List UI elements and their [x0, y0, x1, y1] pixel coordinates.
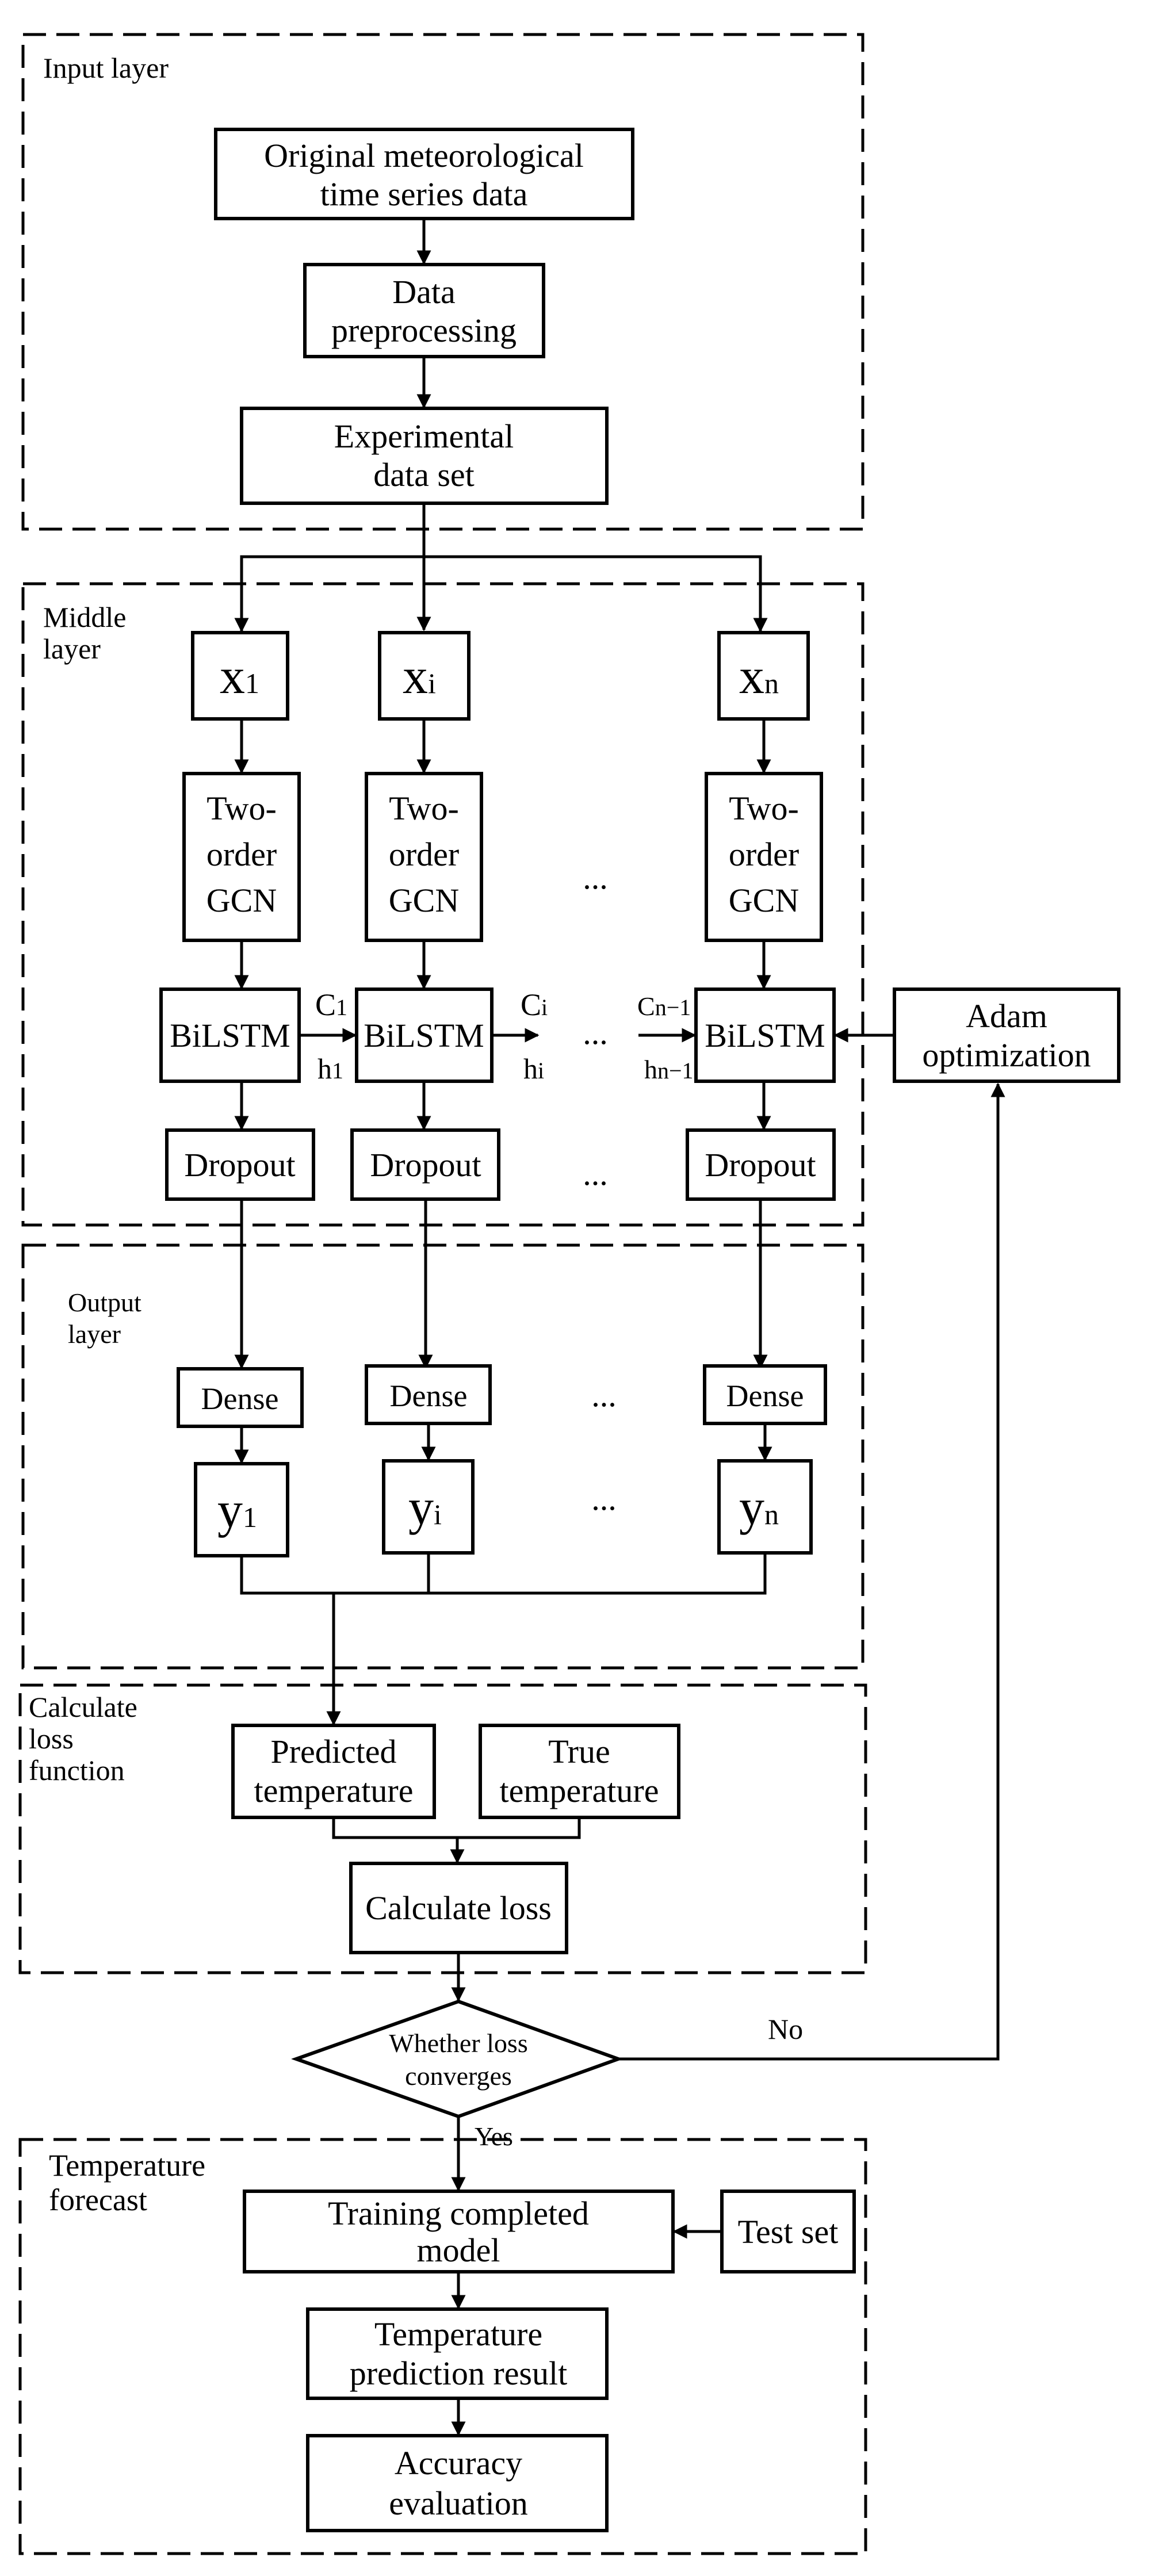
forecast-region: [18, 2138, 867, 2555]
decision-line2: converges: [405, 2061, 512, 2091]
loss-merge-bus: [332, 1817, 581, 1839]
no-label: No: [768, 2013, 803, 2045]
prediction-result-line1: Temperature: [374, 2315, 542, 2353]
gcnn-line3: GCN: [729, 882, 799, 919]
adam-box: [893, 987, 1120, 1083]
densei-box: [365, 1364, 492, 1425]
xi-box: [378, 631, 471, 721]
true-box: [479, 1724, 680, 1819]
output-layer-region: [21, 1243, 865, 1670]
y-merge-bus: [240, 1553, 767, 1595]
preprocessing-line2: preprocessing: [331, 312, 517, 349]
loss-region: [18, 1683, 867, 1974]
calc-loss-label: Calculate loss: [365, 1889, 552, 1927]
loss-region-label-line3: function: [29, 1754, 125, 1786]
densen-box: [703, 1364, 827, 1425]
bilstm1-label: BiLSTM: [170, 1017, 290, 1054]
y-ellipsis: ...: [591, 1480, 617, 1517]
middle-layer-label-line2: layer: [43, 633, 101, 665]
xi-label: xi: [403, 649, 436, 705]
x1-label: x1: [220, 649, 259, 705]
preprocessing-line1: Data: [392, 273, 456, 311]
forecast-region-label-line1: Temperature: [49, 2148, 205, 2183]
bilstmn-label: BiLSTM: [705, 1017, 825, 1054]
gcnn-line1: Two-: [729, 790, 799, 827]
output-layer-label-line2: layer: [68, 1319, 121, 1349]
arrow-no-to-adam: [618, 1082, 1005, 2061]
dropout1-box: [165, 1128, 315, 1201]
accuracy-box: [306, 2434, 609, 2532]
yi-label: yi: [408, 1480, 442, 1536]
hi-label: hi: [523, 1052, 544, 1085]
ci-label: Ci: [521, 987, 548, 1022]
input-layer-region: [21, 33, 865, 531]
adam-line1: Adam: [966, 997, 1047, 1035]
hn1-label: hn−1: [644, 1055, 694, 1084]
gcni-line2: order: [389, 836, 459, 873]
dense1-label: Dense: [201, 1381, 279, 1416]
middle-layer-region: [21, 582, 865, 1227]
x1-box: [191, 631, 289, 721]
h1-label: h1: [318, 1052, 343, 1085]
y1-box: [194, 1462, 289, 1557]
predicted-box: [231, 1724, 436, 1819]
densen-label: Dense: [726, 1379, 804, 1413]
forecast-region-label-line2: forecast: [49, 2183, 147, 2217]
gcni-box: [365, 772, 483, 942]
densei-label: Dense: [390, 1379, 468, 1413]
predicted-line1: Predicted: [270, 1733, 396, 1770]
true-line1: True: [548, 1733, 610, 1770]
xn-label: xn: [739, 649, 779, 705]
dataset-fanout-bus: [240, 555, 762, 630]
trained-model-line2: model: [417, 2231, 500, 2269]
gcni-line3: GCN: [389, 882, 459, 919]
original-data-line1: Original meteorological: [264, 137, 584, 174]
test-set-label: Test set: [738, 2213, 839, 2250]
dense-ellipsis: ...: [591, 1376, 617, 1414]
test-set-box: [720, 2190, 856, 2273]
adam-line2: optimization: [922, 1036, 1091, 1074]
gcn1-line1: Two-: [206, 790, 277, 827]
loss-region-label-line1: Calculate: [29, 1691, 137, 1723]
output-layer-label-line1: Output: [68, 1288, 141, 1317]
gcn1-line2: order: [206, 836, 277, 873]
dataset-line1: Experimental: [334, 418, 514, 455]
predicted-line2: temperature: [254, 1772, 414, 1809]
dropoutn-label: Dropout: [705, 1146, 816, 1184]
yes-label: Yes: [475, 2122, 513, 2151]
bilstm1-box: [159, 987, 301, 1083]
original-data-box: [214, 128, 634, 220]
gcni-line1: Two-: [389, 790, 459, 827]
gcnn-line2: order: [729, 836, 799, 873]
accuracy-line2: evaluation: [389, 2485, 528, 2522]
yn-label: yn: [739, 1480, 779, 1536]
convergence-decision: [291, 1999, 624, 2119]
dropout-ellipsis: ...: [583, 1155, 608, 1192]
y1-label: y1: [217, 1483, 257, 1538]
prediction-result-line2: prediction result: [350, 2355, 568, 2392]
gcn1-line3: GCN: [206, 882, 277, 919]
c1-label: C1: [315, 987, 347, 1022]
yn-box: [717, 1459, 813, 1555]
bilstmi-label: BiLSTM: [364, 1017, 484, 1054]
dropouti-label: Dropout: [370, 1146, 481, 1184]
trained-model-line1: Training completed: [328, 2195, 589, 2232]
dropouti-box: [350, 1128, 500, 1201]
cn1-label: Cn−1: [637, 992, 691, 1021]
original-data-line2: time series data: [320, 175, 528, 213]
middle-layer-label-line1: Middle: [43, 601, 126, 633]
gcn-ellipsis: ...: [583, 859, 608, 896]
loss-region-label-line2: loss: [29, 1723, 74, 1755]
xn-box: [717, 631, 810, 721]
true-line2: temperature: [500, 1772, 659, 1809]
dataset-line2: data set: [373, 456, 475, 493]
dropout1-label: Dropout: [184, 1146, 295, 1184]
bilstm-ellipsis: ...: [583, 1014, 608, 1051]
decision-line1: Whether loss: [389, 2028, 527, 2058]
input-layer-label: Input layer: [43, 52, 169, 84]
accuracy-line1: Accuracy: [395, 2444, 522, 2482]
trained-model-box: [243, 2190, 675, 2273]
